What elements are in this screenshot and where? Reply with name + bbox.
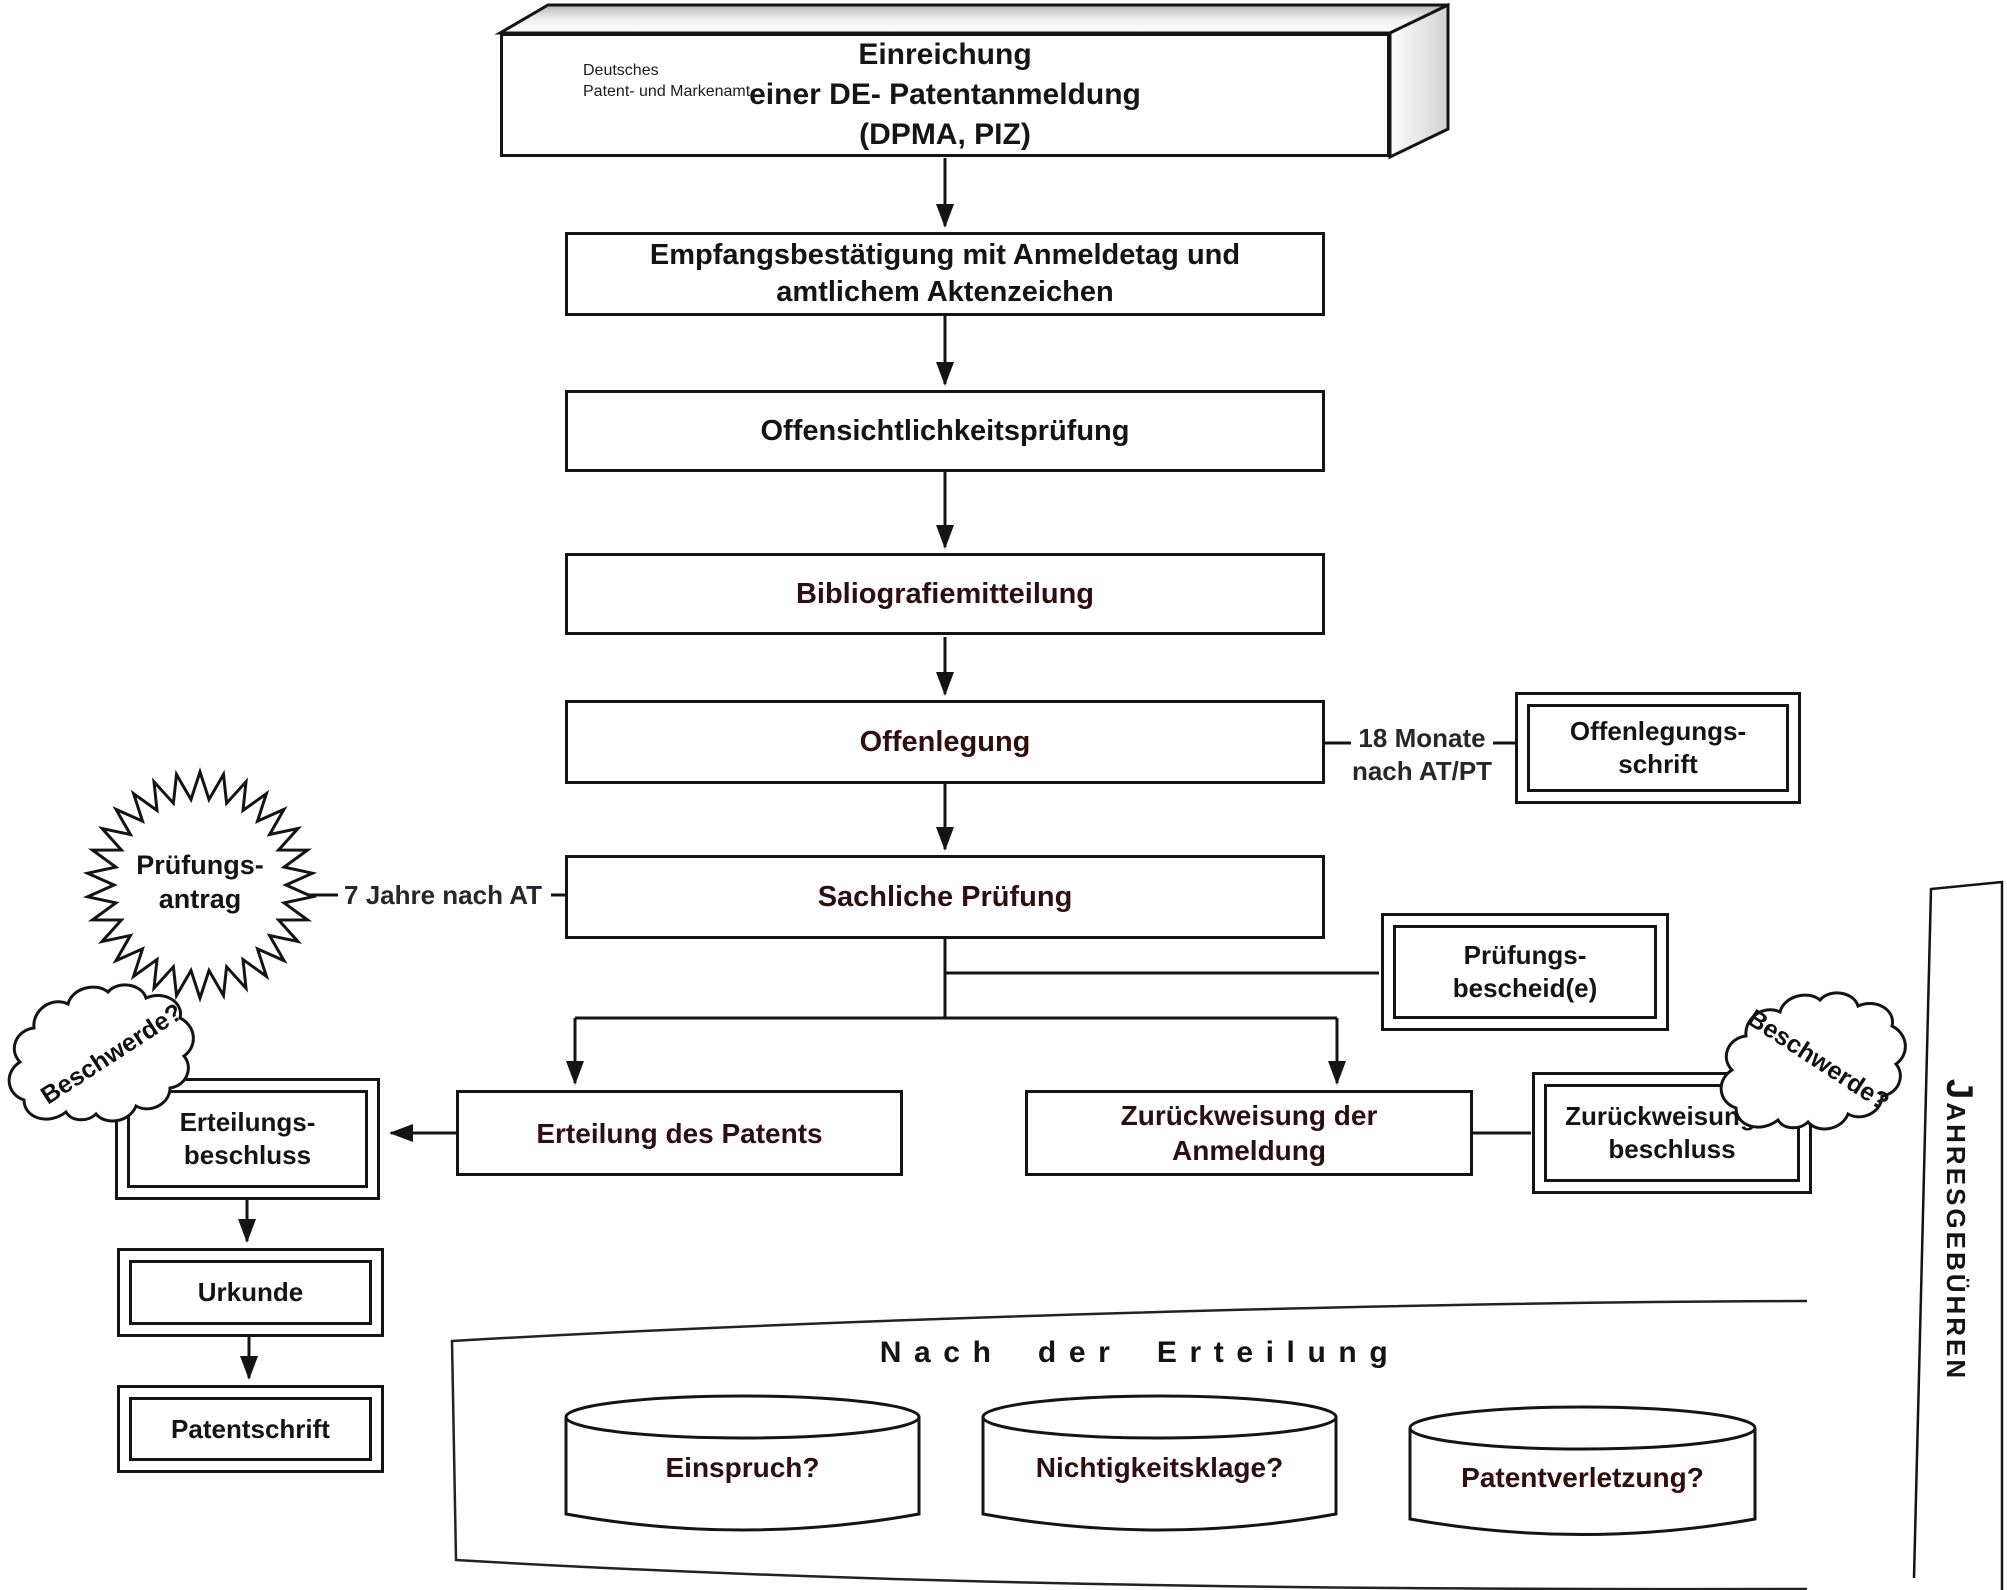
cylinder-opposition-lid — [564, 1394, 921, 1440]
filing-title-line3: (DPMA, PIZ) — [859, 118, 1031, 151]
rejection-box: Zurückweisung der Anmeldung — [1025, 1090, 1473, 1176]
rejection-decree-box: Zurückweisungs- beschluss — [1532, 1072, 1812, 1194]
cylinder-opposition-body — [564, 1417, 921, 1532]
annual-fees-strip — [1912, 880, 2004, 1590]
publication-document-box: Offenlegungs- schrift — [1515, 692, 1801, 804]
cylinder-nullity-body — [981, 1417, 1338, 1532]
nullity-text: Nichtigkeitsklage? — [1035, 1452, 1284, 1483]
examination-notice-box: Prüfungs- bescheid(e) — [1381, 913, 1669, 1031]
cylinder-infringement-body — [1408, 1428, 1757, 1536]
publication-deadline-note: 18 Monate nach AT/PT — [1348, 722, 1496, 788]
certificate-box: Urkunde — [117, 1248, 384, 1337]
grant-decree-text: Erteilungs- beschluss — [127, 1090, 368, 1188]
bibliography-notice-box: Bibliografiemitteilung — [565, 553, 1325, 635]
dpma-logo-line2: Patent- und Markenamt — [583, 83, 751, 100]
header-box-side-face — [1388, 2, 1450, 160]
deadline-line1: 18 Monate — [1358, 723, 1486, 753]
grant-decree-line1: Erteilungs- — [179, 1107, 316, 1137]
examination-deadline-note: 7 Jahre nach AT — [336, 879, 550, 912]
patent-document-box: Patentschrift — [117, 1385, 384, 1473]
examination-notice-text: Prüfungs- bescheid(e) — [1393, 925, 1657, 1019]
notice-line2: bescheid(e) — [1452, 973, 1598, 1003]
receipt-confirmation-box: Empfangsbestätigung mit Anmeldetag und a… — [565, 232, 1325, 316]
receipt-line1: Empfangsbestätigung mit Anmeldetag und — [649, 239, 1241, 271]
filing-title-line2: einer DE- Patentanmeldung — [749, 78, 1141, 111]
examination-request-star — [82, 767, 318, 1003]
dpma-logo-line1: Deutsches — [583, 62, 659, 79]
rejection-decree-line2: beschluss — [1608, 1134, 1736, 1164]
grant-text: Erteilung des Patents — [536, 1117, 823, 1149]
dpma-logo-text: Deutsches Patent- und Markenamt — [583, 60, 823, 102]
star-line2: antrag — [158, 884, 242, 914]
grant-box: Erteilung des Patents — [456, 1090, 903, 1176]
opposition-text: Einspruch? — [665, 1452, 820, 1483]
rejection-line1: Zurückweisung der — [1120, 1100, 1378, 1131]
cylinder-nullity-lid — [981, 1394, 1338, 1440]
notice-line1: Prüfungs- — [1463, 940, 1587, 970]
filing-title-line1: Einreichung — [858, 38, 1032, 71]
infringement-text: Patentverletzung? — [1461, 1462, 1704, 1493]
substantive-examination-box: Sachliche Prüfung — [565, 855, 1325, 939]
post-grant-cylinders — [564, 1394, 1757, 1536]
publication-doc-line1: Offenlegungs- — [1569, 716, 1747, 746]
publication-text: Offenlegung — [859, 725, 1031, 758]
deadline-line2: nach AT/PT — [1351, 756, 1493, 786]
certificate-text: Urkunde — [129, 1260, 372, 1325]
filing-title: Einreichung einer DE- Patentanmeldung (D… — [749, 35, 1141, 155]
receipt-line2: amtlichem Aktenzeichen — [776, 276, 1114, 308]
bibliography-text: Bibliografiemitteilung — [795, 577, 1095, 610]
filing-header-box: Einreichung einer DE- Patentanmeldung (D… — [500, 33, 1390, 157]
grant-decree-line2: beschluss — [183, 1140, 312, 1170]
examination-deadline-text: 7 Jahre nach AT — [344, 880, 542, 910]
rejection-line2: Anmeldung — [1172, 1135, 1326, 1166]
patent-document-text: Patentschrift — [129, 1397, 372, 1461]
examination-text: Sachliche Prüfung — [817, 880, 1073, 913]
rejection-decree-text: Zurückweisungs- beschluss — [1544, 1084, 1800, 1182]
publication-box: Offenlegung — [565, 700, 1325, 784]
receipt-text: Empfangsbestätigung mit Anmeldetag und a… — [650, 237, 1240, 311]
connectors — [238, 158, 1531, 1380]
obviousness-text: Offensichtlichkeitsprüfung — [760, 414, 1130, 447]
examination-request-text: Prüfungs- antrag — [110, 848, 290, 916]
appeal-cloud-left — [7, 983, 195, 1123]
publication-document-text: Offenlegungs- schrift — [1527, 704, 1789, 792]
obviousness-check-box: Offensichtlichkeitsprüfung — [565, 390, 1325, 472]
rejection-text: Zurückweisung der Anmeldung — [1121, 1098, 1378, 1168]
star-line1: Prüfungs- — [136, 850, 264, 880]
cylinder-infringement-lid — [1408, 1405, 1757, 1451]
post-grant-title: Nach der Erteilung — [879, 1336, 1401, 1369]
publication-doc-line2: schrift — [1618, 749, 1698, 779]
